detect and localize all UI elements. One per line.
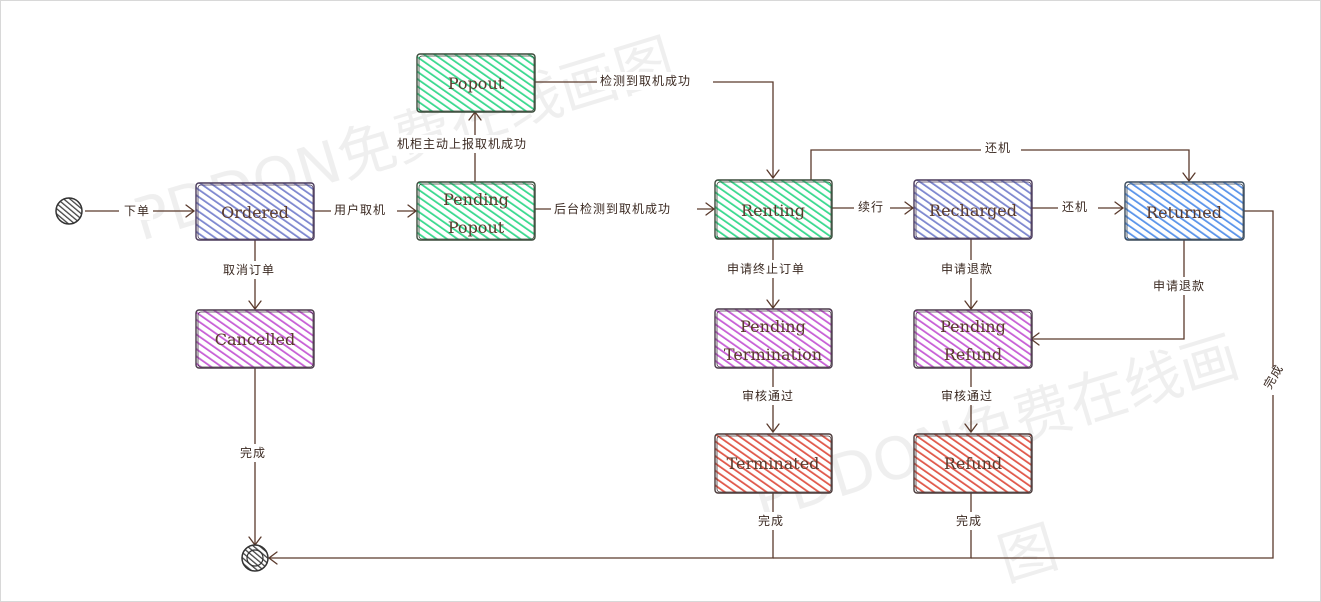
- edge-label-return-2: 还机: [1062, 200, 1088, 214]
- edge-label-cancel-order: 取消订单: [223, 263, 275, 277]
- edge-pending-termination-to-terminated: 审核通过: [738, 368, 808, 434]
- edge-label-backend-detected: 后台检测到取机成功: [554, 201, 671, 216]
- edge-pending-popout-to-popout: 机柜主动上报取机成功: [393, 110, 559, 182]
- edge-label-place-order: 下单: [124, 204, 150, 218]
- edge-label-approved-1: 审核通过: [742, 388, 794, 403]
- edge-label-approved-2: 审核通过: [941, 388, 993, 403]
- end-node: [241, 544, 269, 572]
- state-cancelled-label: Cancelled: [215, 330, 295, 349]
- edge-label-return-1: 还机: [985, 141, 1011, 155]
- state-cancelled: Cancelled: [195, 309, 315, 369]
- edge-ordered-to-pending-popout: 用户取机: [314, 201, 418, 219]
- edge-returned-to-pending-refund: 申请退款: [1029, 240, 1219, 346]
- state-terminated: Terminated: [714, 433, 833, 494]
- edge-label-request-refund-1: 申请退款: [941, 262, 993, 276]
- edge-cancelled-to-end: 完成: [235, 368, 275, 547]
- state-popout: Popout: [416, 53, 536, 113]
- state-terminated-label: Terminated: [727, 454, 820, 473]
- edge-label-done-1: 完成: [240, 445, 266, 460]
- state-pending-popout-label-1: Pending: [443, 190, 509, 209]
- state-refund-label: Refund: [944, 454, 1002, 473]
- state-pending-refund-label-1: Pending: [940, 317, 1006, 336]
- edge-popout-to-renting: 检测到取机成功: [534, 72, 780, 180]
- edge-label-done-2: 完成: [758, 513, 784, 528]
- state-pending-termination: Pending Termination: [714, 308, 833, 369]
- state-pending-refund-label-2: Refund: [944, 345, 1002, 364]
- start-node: [55, 197, 83, 225]
- edges: 下单 用户取机 取消订单 完成 机柜主动上报取机成功: [85, 72, 1286, 565]
- edge-label-done-3: 完成: [956, 513, 982, 528]
- state-renting: Renting: [714, 179, 833, 240]
- edge-recharged-to-returned: 还机: [1032, 198, 1125, 216]
- edge-label-request-terminate: 申请终止订单: [727, 261, 805, 276]
- edge-recharged-to-pending-refund: 申请退款: [937, 239, 1007, 311]
- state-popout-label: Popout: [448, 74, 505, 93]
- state-returned: Returned: [1124, 181, 1245, 241]
- edge-pending-refund-to-refund: 审核通过: [937, 368, 1007, 434]
- edge-label-request-refund-2: 申请退款: [1153, 279, 1205, 293]
- edge-label-user-pickup: 用户取机: [334, 202, 386, 217]
- edge-label-cabinet-report: 机柜主动上报取机成功: [397, 136, 527, 151]
- watermark-text-3: 图: [990, 512, 1065, 594]
- edge-label-continue: 续行: [858, 200, 884, 214]
- state-pending-popout-label-2: Popout: [448, 218, 505, 237]
- state-ordered: Ordered: [195, 182, 315, 241]
- state-ordered-label: Ordered: [221, 203, 289, 222]
- edge-ordered-to-cancelled: 取消订单: [219, 240, 289, 311]
- edge-pending-popout-to-renting: 后台检测到取机成功: [534, 200, 716, 218]
- state-recharged: Recharged: [913, 179, 1033, 240]
- edge-renting-to-pending-termination: 申请终止订单: [723, 239, 823, 310]
- state-recharged-label: Recharged: [929, 201, 1017, 220]
- state-pending-termination-label-2: Termination: [724, 345, 822, 364]
- state-refund: Refund: [913, 433, 1033, 494]
- state-pending-termination-label-1: Pending: [740, 317, 806, 336]
- edge-terminated-to-end: 完成: [269, 493, 794, 559]
- edge-renting-to-recharged: 续行: [832, 198, 915, 216]
- state-renting-label: Renting: [741, 201, 805, 220]
- edge-renting-to-returned: 还机: [810, 139, 1196, 183]
- state-pending-refund: Pending Refund: [913, 309, 1033, 369]
- edge-label-detected-pickup: 检测到取机成功: [600, 73, 691, 88]
- state-pending-popout: Pending Popout: [416, 181, 536, 241]
- edge-refund-to-end: 完成: [773, 493, 992, 559]
- edge-start-to-ordered: 下单: [85, 202, 196, 220]
- state-returned-label: Returned: [1146, 203, 1222, 222]
